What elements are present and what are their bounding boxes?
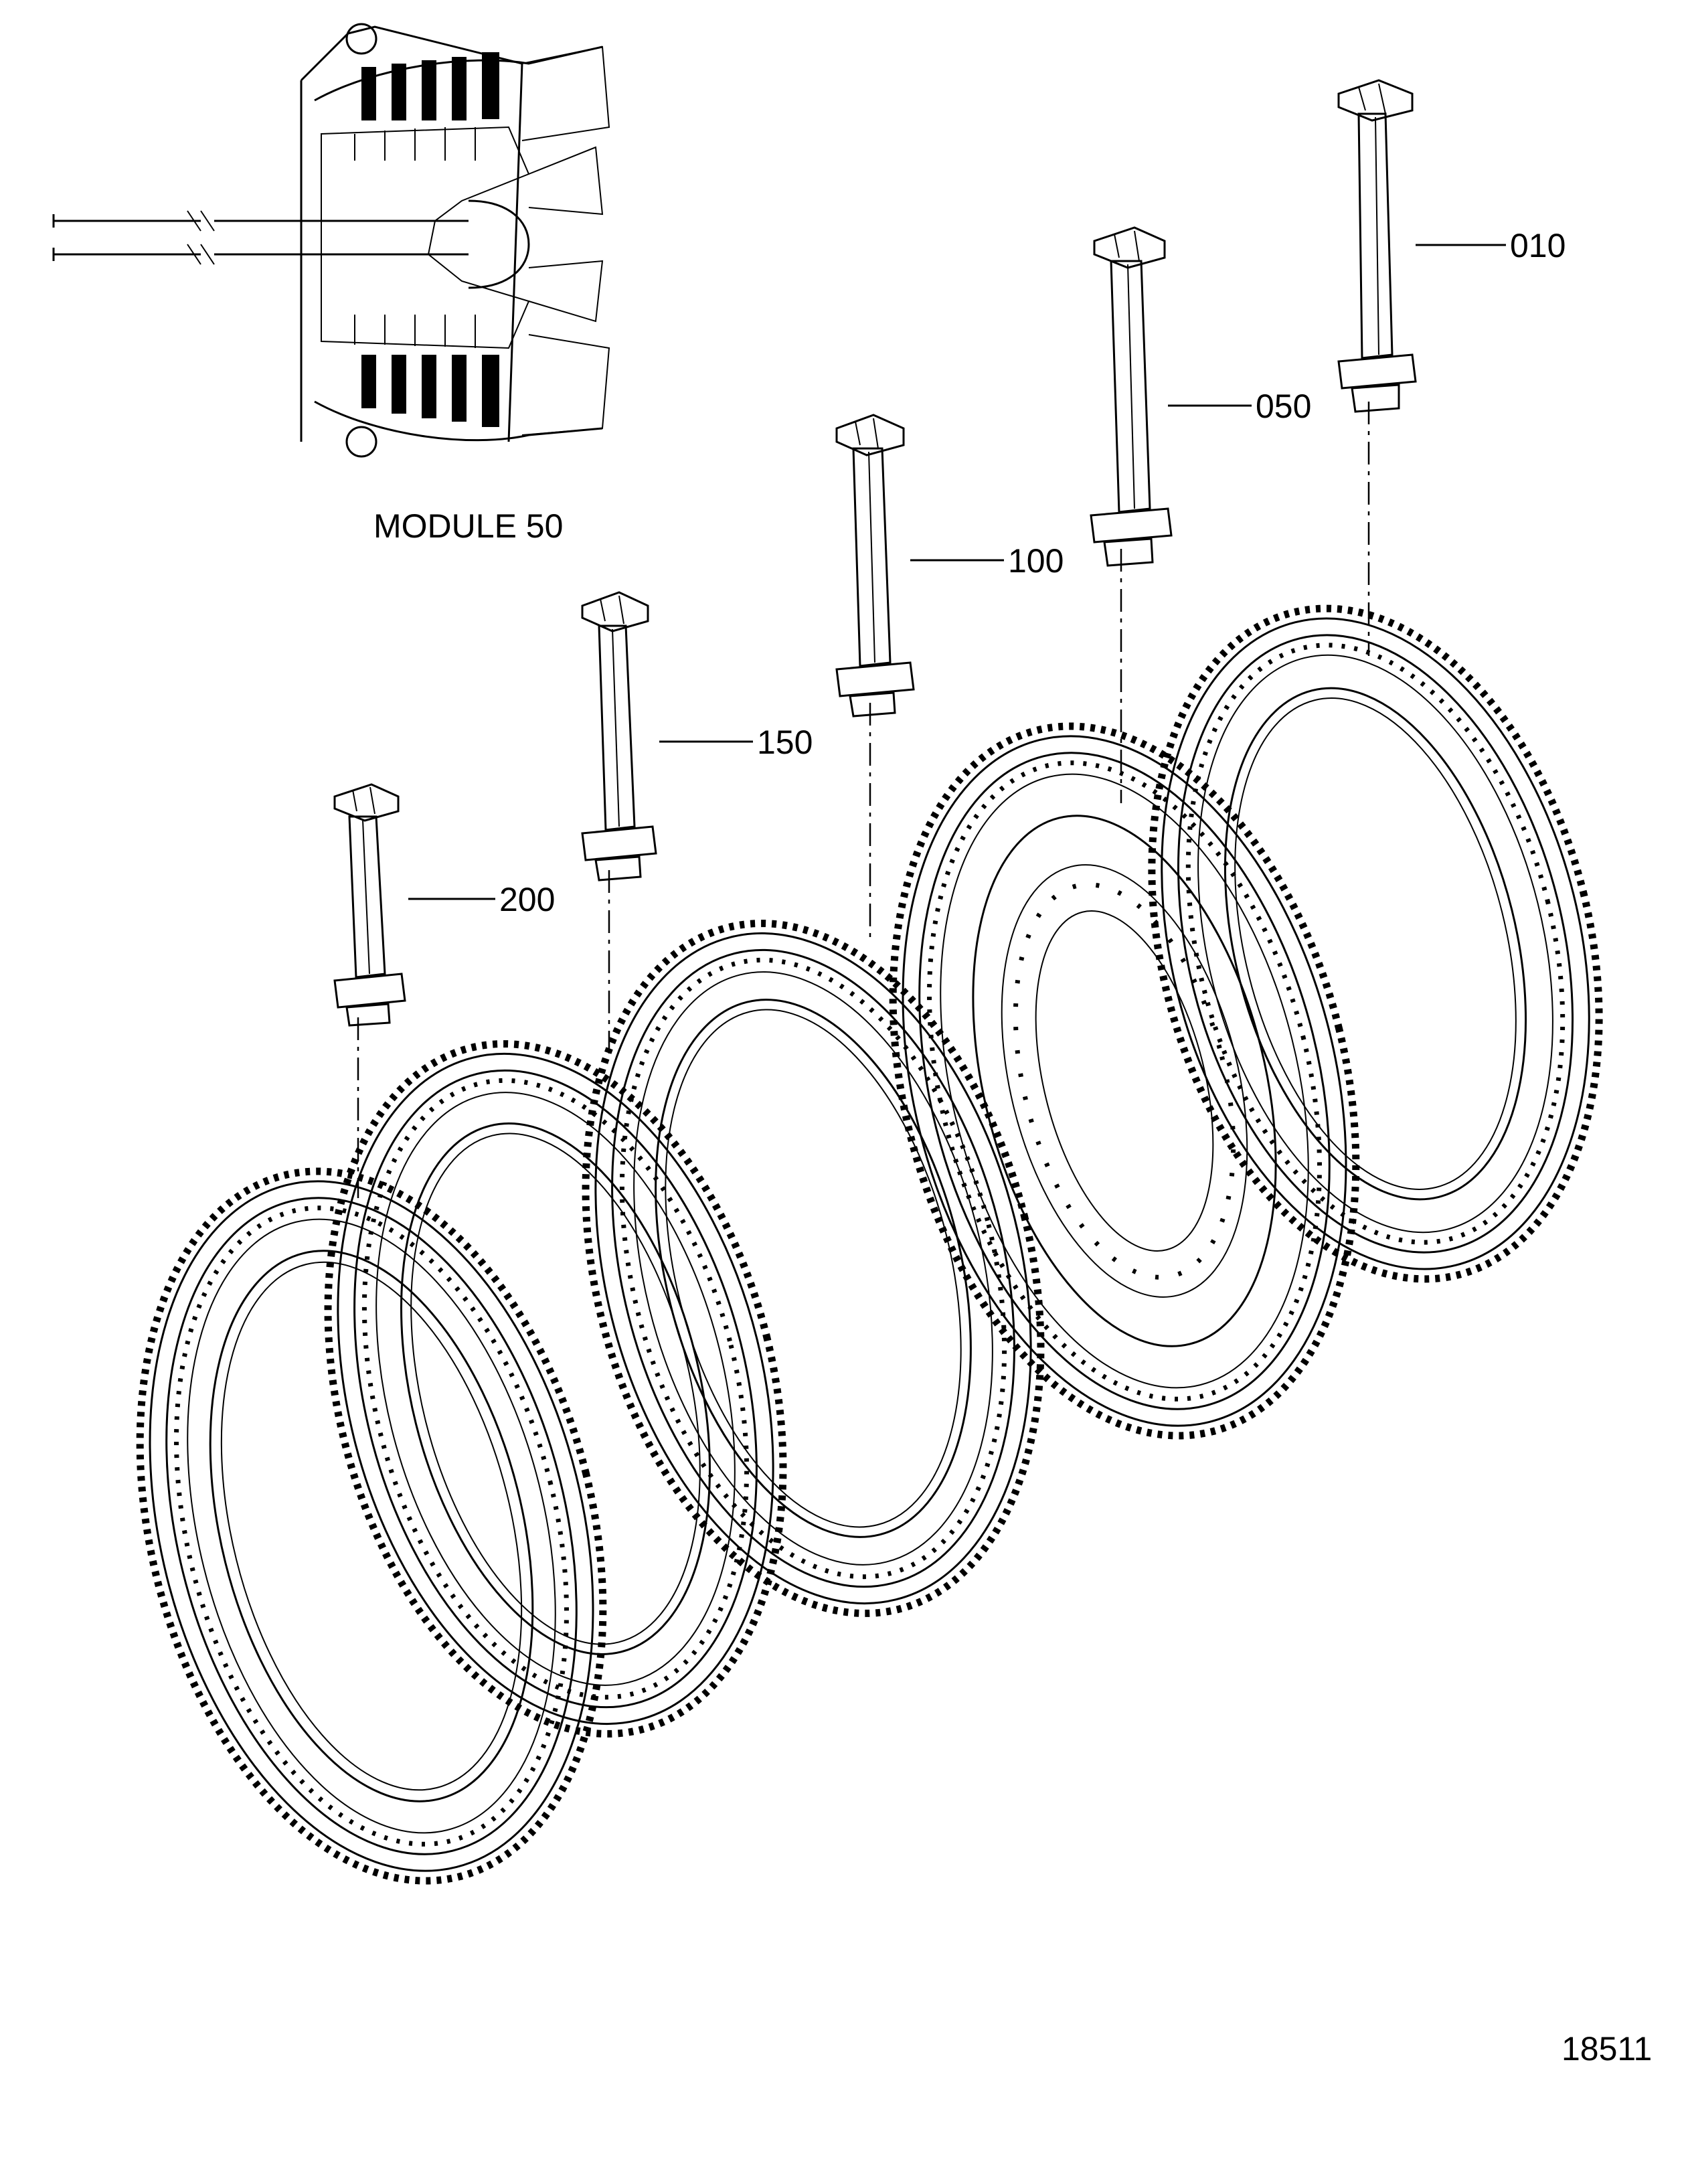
disc-ring-050 <box>889 722 1360 1440</box>
callout-150: 150 <box>757 724 813 761</box>
disc-ring-010 <box>1148 604 1603 1283</box>
turbine-blade-100 <box>835 414 915 718</box>
turbine-blade-150 <box>581 591 657 881</box>
disc-ring-100 <box>582 920 1045 1617</box>
alignment-lines <box>357 402 1370 1198</box>
callout-200: 200 <box>499 881 555 918</box>
module-upper-blade-row <box>361 52 499 120</box>
callout-leaders <box>408 244 1506 900</box>
module-50-label: MODULE 50 <box>373 507 563 545</box>
disc-ring-150 <box>324 1040 787 1738</box>
turbine-blade-010 <box>1337 79 1417 413</box>
module-50-cross-section-inset <box>52 23 610 458</box>
module-lower-blade-row <box>361 355 499 427</box>
turbine-blade-200 <box>333 783 406 1027</box>
drawing-number: 18511 <box>1562 2030 1652 2068</box>
callout-100: 100 <box>1008 542 1064 580</box>
callout-010: 010 <box>1510 227 1566 264</box>
disc-ring-200 <box>136 1167 607 1885</box>
callout-050: 050 <box>1256 388 1311 425</box>
turbine-blade-050 <box>1090 226 1173 567</box>
